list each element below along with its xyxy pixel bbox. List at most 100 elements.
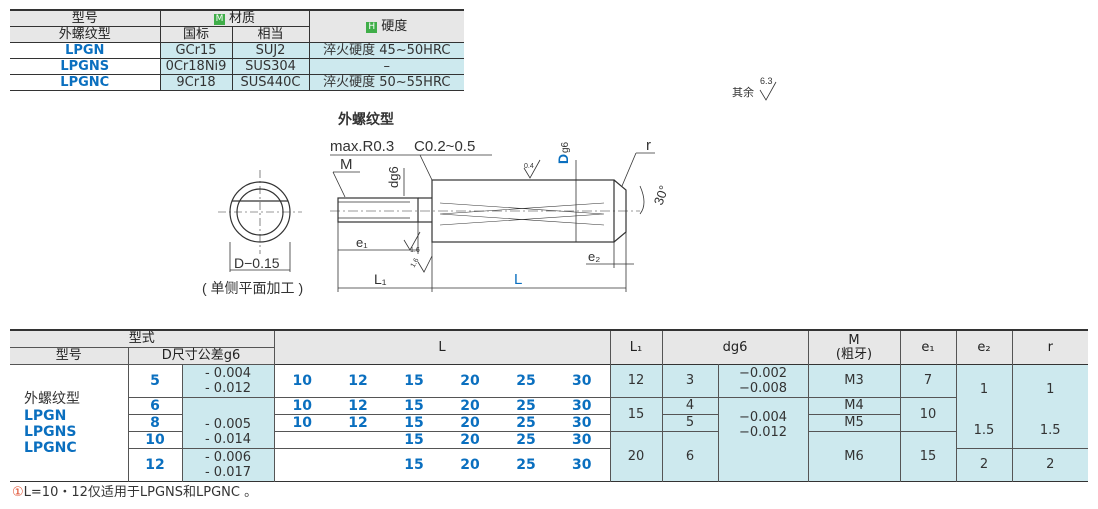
l-value bbox=[330, 449, 386, 482]
d-small-value: 5 bbox=[661, 414, 718, 432]
flat-label: D−0.15 bbox=[234, 255, 280, 271]
m-value: M5 bbox=[807, 414, 900, 432]
d-tolerance-upper: - 0.005 bbox=[204, 416, 252, 432]
mat-header-hardness-label: 硬度 bbox=[381, 18, 408, 34]
mat-model: LPGNC bbox=[60, 74, 110, 90]
m-value: M4 bbox=[807, 397, 900, 415]
mat-header-material-label: 材质 bbox=[228, 10, 255, 26]
r-label: r bbox=[646, 137, 651, 154]
e2-value: 1 bbox=[955, 364, 1012, 415]
d-tolerance-upper: - 0.004 bbox=[204, 366, 252, 381]
l-value: 15 bbox=[404, 457, 424, 473]
header-l1: L₁ bbox=[609, 330, 662, 365]
r-value: 2 bbox=[1011, 448, 1088, 482]
footnote-mark: ① bbox=[12, 485, 24, 500]
l1-value: 12 bbox=[609, 364, 662, 398]
pin-flat-marking bbox=[439, 202, 605, 226]
d-small-tolerance: −0.004 −0.012 bbox=[717, 397, 808, 482]
l-value: 12 bbox=[330, 364, 386, 398]
l-label: L bbox=[514, 271, 522, 288]
l-value: 25 bbox=[498, 364, 554, 398]
d-value: 6 bbox=[128, 397, 182, 415]
mat-equiv: SUJ2 bbox=[231, 42, 309, 59]
e2-value: 1.5 bbox=[955, 414, 1012, 449]
l-value: 15 bbox=[386, 397, 442, 415]
d-value: 10 bbox=[128, 431, 182, 449]
d-tolerance-lower: - 0.017 bbox=[204, 465, 252, 480]
mat-header-type: 外螺纹型 bbox=[10, 26, 160, 43]
angle-label: 30° bbox=[651, 183, 672, 207]
d-value: 8 bbox=[128, 414, 182, 432]
mat-hardness: 淬火硬度 50~55HRC bbox=[308, 74, 464, 91]
footnote: ①L=10・12仅适用于LPGNS和LPGNC 。 bbox=[12, 481, 257, 500]
mat-header-gb: 国标 bbox=[159, 26, 232, 43]
e1-value: 10 bbox=[899, 397, 956, 432]
l-value: 10 bbox=[273, 397, 330, 415]
roughness-1-6: 1.6 bbox=[410, 247, 420, 254]
header-e1: e₁ bbox=[899, 330, 956, 365]
l-value: 30 bbox=[554, 414, 610, 432]
l-value: 30 bbox=[554, 364, 610, 398]
d-tolerance-lower: - 0.012 bbox=[204, 381, 252, 396]
header-model: 型号 bbox=[10, 347, 128, 365]
hardness-badge: H bbox=[366, 21, 378, 33]
e1-value: 15 bbox=[899, 431, 956, 482]
d-small-tol-upper: −0.002 bbox=[738, 366, 788, 381]
d-tolerance-upper: - 0.006 bbox=[204, 450, 252, 465]
roughness-symbol bbox=[417, 255, 433, 273]
header-dg6: dg6 bbox=[661, 330, 808, 365]
mat-model: LPGNS bbox=[10, 58, 160, 75]
l-value: 30 bbox=[554, 397, 610, 415]
l-value: 25 bbox=[498, 431, 554, 449]
type-model: LPGN bbox=[24, 408, 67, 424]
roughness-note: 其余 bbox=[732, 85, 754, 99]
flat-note: ( 单侧平面加工 ) bbox=[202, 280, 303, 296]
header-r: r bbox=[1011, 330, 1088, 365]
d-tolerance-lower: - 0.014 bbox=[204, 432, 252, 448]
m-value: M3 bbox=[807, 364, 900, 398]
mat-hardness: – bbox=[308, 58, 464, 75]
type-name: 外螺纹型 bbox=[24, 391, 80, 407]
l-value: 20 bbox=[460, 457, 480, 473]
l-value: 25 bbox=[498, 414, 554, 432]
mat-gb: 9Cr18 bbox=[159, 74, 232, 91]
l1-label: L₁ bbox=[374, 271, 387, 287]
mat-equiv: SUS440C bbox=[231, 74, 309, 91]
d-small-tol-lower: −0.008 bbox=[738, 381, 788, 396]
header-e2: e₂ bbox=[955, 330, 1012, 365]
roughness-symbol-general bbox=[759, 81, 777, 101]
type-model: LPGNS bbox=[24, 424, 77, 440]
roughness-symbol bbox=[523, 159, 541, 179]
l-value bbox=[273, 431, 330, 449]
d-small-value: 4 bbox=[661, 397, 718, 415]
roughness-symbol bbox=[403, 231, 421, 251]
e1-label: e₁ bbox=[356, 235, 368, 250]
l-value: 20 bbox=[442, 364, 498, 398]
l-value: 20 bbox=[442, 397, 498, 415]
mat-gb: 0Cr18Ni9 bbox=[159, 58, 232, 75]
spec-table: 型式 L L₁ dg6 M (粗牙) e₁ e₂ r 型号 D尺寸公差g6 外螺… bbox=[10, 329, 1088, 482]
end-view-inner-circle bbox=[236, 188, 284, 236]
l-value: 15 bbox=[386, 364, 442, 398]
m-label: M bbox=[340, 156, 353, 173]
d-tolerance: - 0.005 bbox=[181, 397, 274, 432]
l-value: 10 bbox=[273, 364, 330, 398]
technical-drawing: 外螺纹型 max.R0.3 C0.2~0.5 M dg6 D g6 r 30° … bbox=[202, 76, 777, 296]
l-value: 20 bbox=[442, 414, 498, 432]
mat-equiv: SUS304 bbox=[231, 58, 309, 75]
type-names-cell: 外螺纹型 LPGN LPGNS LPGNC bbox=[10, 364, 129, 482]
material-badge: M bbox=[213, 13, 225, 25]
d-value: 12 bbox=[145, 457, 165, 473]
e1-value: 7 bbox=[899, 364, 956, 398]
r-value: 1 bbox=[1011, 364, 1088, 415]
roughness-0-4: 0.4 bbox=[524, 163, 534, 170]
roughness-1-6-b: 1.6 bbox=[410, 257, 421, 269]
mat-header-equiv: 相当 bbox=[231, 26, 309, 43]
d-tolerance-lower-cell: - 0.014 bbox=[181, 431, 274, 449]
d-small-tolerance: −0.002 −0.008 bbox=[717, 364, 808, 398]
l-value: 10 bbox=[273, 414, 330, 432]
type-model: LPGNC bbox=[24, 440, 77, 456]
l-value: 20 bbox=[442, 431, 498, 449]
